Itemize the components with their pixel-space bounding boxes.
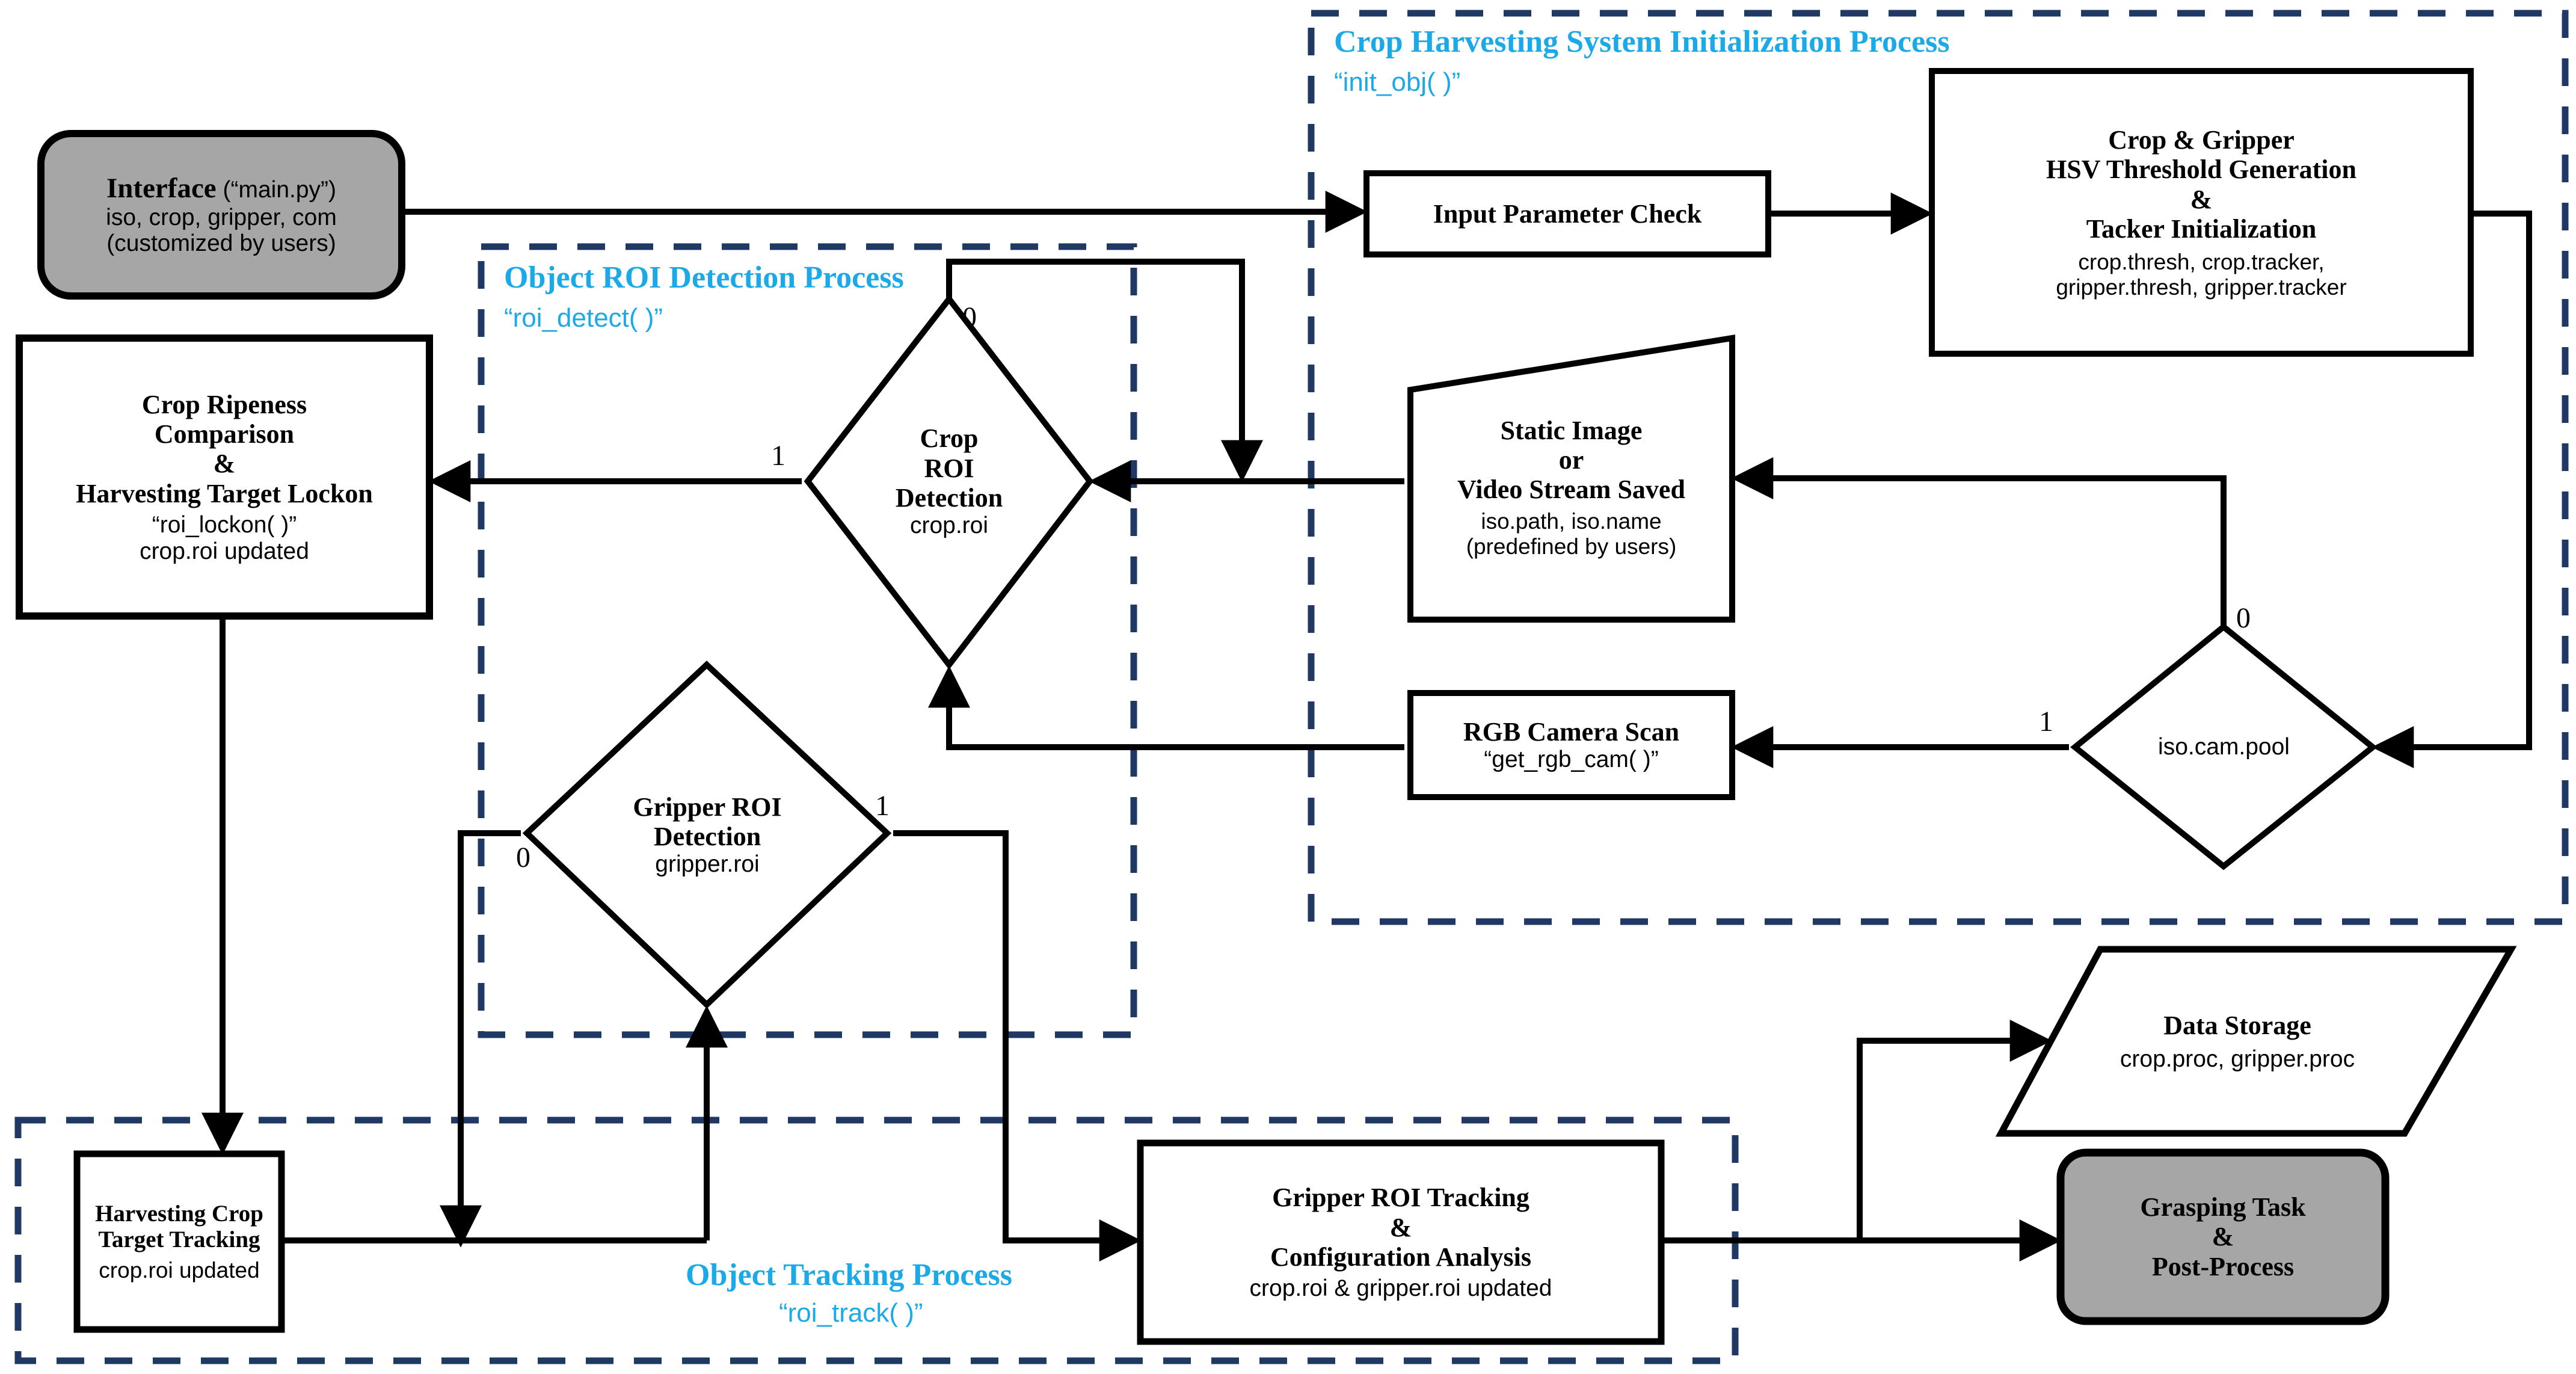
- edge-iso-cam-pool-zero-to-static-image: [1731, 457, 2227, 627]
- edge-label-iso-cam-one: 1: [2039, 706, 2053, 738]
- edge-rgb-scan-to-crop-roi: [928, 665, 1404, 750]
- shape-input-param-check[interactable]: [1363, 170, 1771, 257]
- edge-label-gripper-roi-one: 1: [875, 790, 890, 822]
- edge-gripper-roi-zero: [440, 830, 521, 1248]
- shape-iso-cam-pool[interactable]: [2070, 623, 2378, 870]
- edge-label-gripper-roi-zero: 0: [516, 842, 530, 873]
- edge-label-iso-cam-zero: 0: [2236, 602, 2251, 634]
- shape-harvest-tracking[interactable]: [73, 1150, 285, 1333]
- edge-label-crop-roi-zero: 0: [962, 301, 977, 333]
- shape-crop-ripeness[interactable]: [16, 334, 433, 620]
- group-subtitle-track: “roi_track( )”: [779, 1298, 923, 1328]
- group-title-detect: Object ROI Detection Process: [504, 260, 904, 295]
- shape-interface[interactable]: [37, 130, 405, 300]
- edge-gripper-roi-one-to-gripper-tracking: [893, 830, 1142, 1262]
- group-frame-init: [1308, 10, 2569, 925]
- group-title-init: Crop Harvesting System Initialization Pr…: [1334, 25, 1950, 59]
- shape-gripper-roi-detection[interactable]: [522, 661, 892, 1009]
- group-frame-detect: [478, 243, 1137, 1038]
- group-title-track: Object Tracking Process: [686, 1258, 1013, 1292]
- connectors: [201, 191, 2532, 1262]
- shape-grasping-task[interactable]: [2056, 1148, 2390, 1325]
- edge-label-crop-roi-one: 1: [771, 440, 785, 472]
- shape-crop-roi-detection[interactable]: [804, 294, 1094, 670]
- edge-crop-roi-zero-loop: [946, 259, 1263, 482]
- shape-static-image[interactable]: [1407, 334, 1735, 623]
- group-subtitle-init: “init_obj( )”: [1334, 67, 1461, 97]
- shape-data-storage[interactable]: [1995, 946, 2517, 1137]
- shape-hsv-init[interactable]: [1929, 68, 2474, 357]
- edge-gripper-tracking-to-data-storage: [1857, 1020, 2052, 1240]
- group-subtitle-detect: “roi_detect( )”: [504, 303, 663, 333]
- shape-rgb-camera-scan[interactable]: [1407, 690, 1735, 800]
- shape-gripper-tracking[interactable]: [1137, 1139, 1665, 1345]
- edge-hsv-to-iso-cam-pool: [2372, 211, 2532, 768]
